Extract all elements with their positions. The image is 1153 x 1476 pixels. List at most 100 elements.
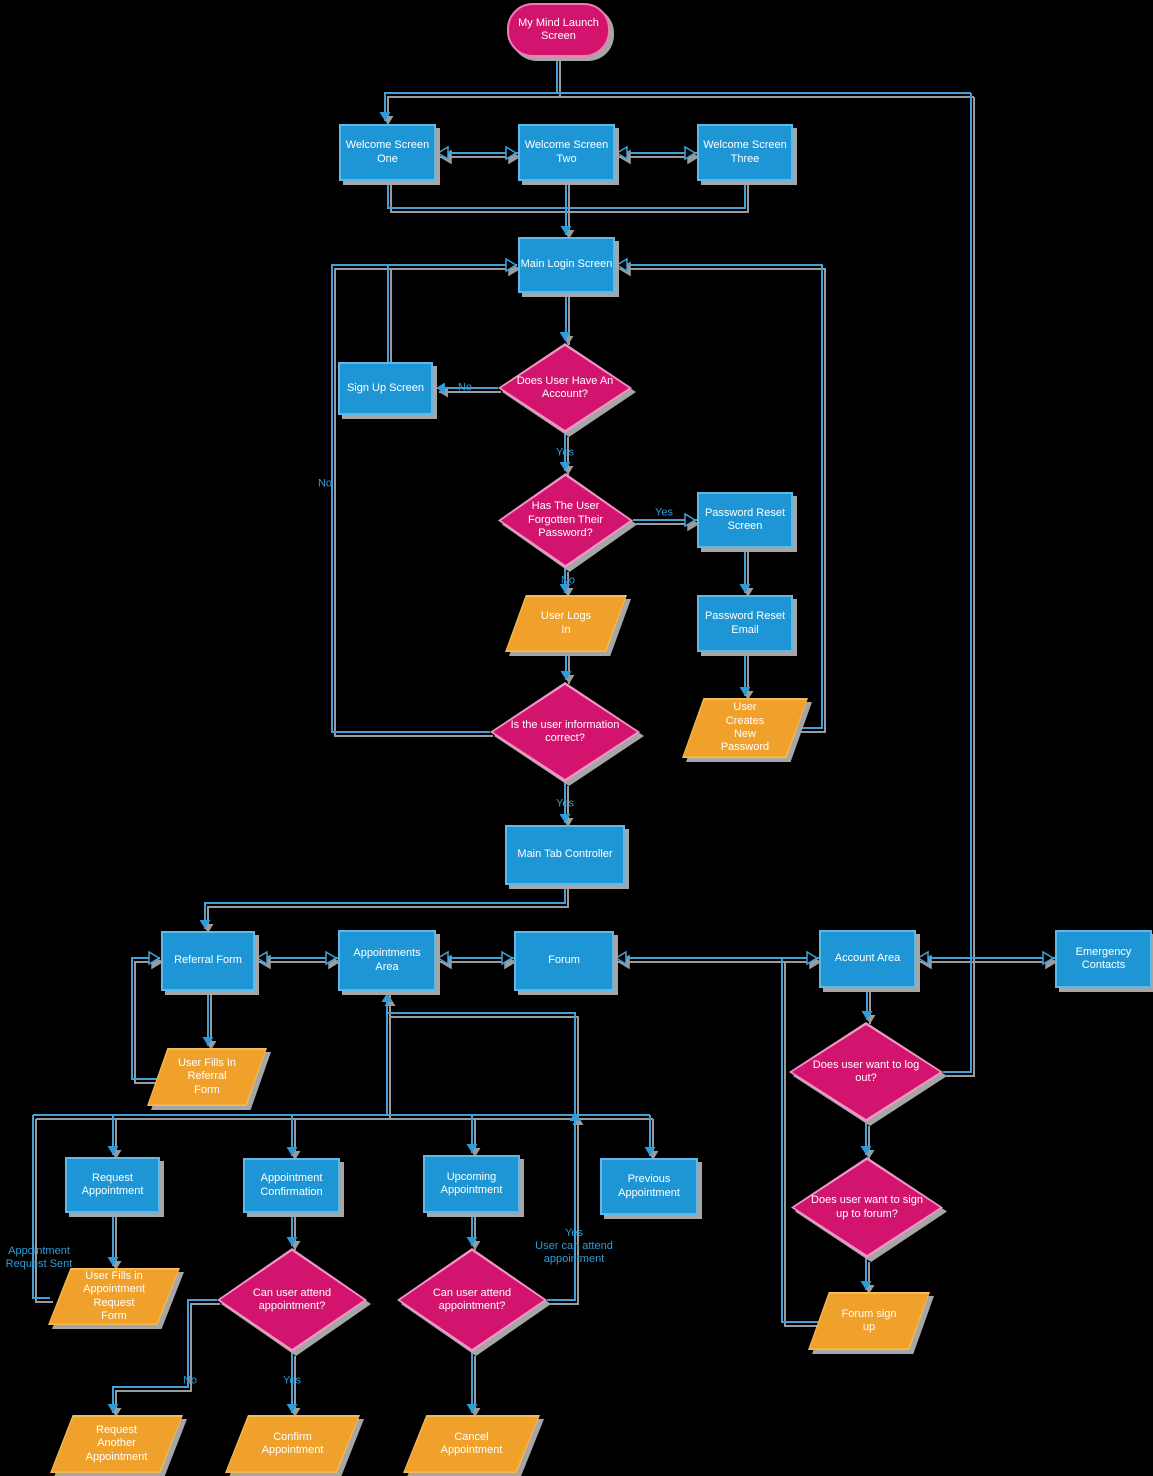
node-password-reset-screen: Password Reset Screen [697,492,793,548]
arrow-down-icon [107,1257,119,1266]
arrow-left-icon [436,950,449,966]
parallelogram-fill [683,699,807,757]
parallelogram-fill [506,596,626,651]
connector-maintab-referral [204,885,566,929]
connector-forumsignup-forum-loop [781,958,818,1323]
io-user-fills-in-appointment-request-form: User Fills in Appointment Request Form [48,1268,180,1325]
arrow-left-icon [614,950,627,966]
node-main-tab-controller: Main Tab Controller [505,825,625,885]
decision-does-user-want-to-log-out: Does user want to log out? [789,1022,943,1122]
node-forum: Forum [514,931,614,991]
node-emergency-contacts: Emergency Contacts [1055,930,1152,988]
parallelogram-fill [49,1269,179,1324]
parallelogram-fill [226,1416,359,1472]
arrow-down-icon [466,1404,478,1413]
arrow-right-icon [684,145,697,161]
node-main-login-screen: Main Login Screen [518,237,615,293]
edge-label-yes-attend2: Yes User can attend appointment [535,1227,613,1266]
node-sign-up-screen: Sign Up Screen [338,362,433,415]
connector-attend2-yes-return [387,1012,576,1301]
decision-is-user-information-correct: Is the user information correct? [490,682,640,782]
arrow-down-icon [560,671,572,680]
io-user-creates-new-password: User Creates New Password [682,698,808,758]
decision-label: Can user attend appointment? [432,1286,512,1312]
decision-has-user-forgotten-password: Has The User Forgotten Their Password? [498,473,633,568]
edge-label-no-attend1: No [182,1374,198,1387]
node-password-reset-email: Password Reset Email [697,595,793,652]
arrow-left-icon [436,145,449,161]
edge-label-yes-forgot: Yes [655,506,673,519]
arrow-down-icon [861,1011,873,1020]
node-welcome-screen-two: Welcome Screen Two [518,124,615,181]
edge-label-appointment-request-sent: Appointment Request Sent [5,1244,73,1270]
arrow-down-icon [286,1237,298,1246]
decision-does-user-want-to-sign-up-to-forum: Does user want to sign up to forum? [791,1157,943,1258]
io-label: Cancel Appointment [440,1430,503,1456]
arrow-right-icon [501,950,514,966]
node-my-mind-launch-screen: My Mind Launch Screen [507,3,610,57]
decision-does-user-have-account: Does User Have An Account? [498,343,632,433]
arrow-down-icon [559,814,571,823]
arrow-right-icon [684,512,697,528]
arrow-down-icon [739,584,751,593]
arrow-down-icon [286,1147,298,1156]
parallelogram-fill [51,1416,182,1472]
arrow-down-icon [559,332,571,341]
arrow-down-icon [860,1146,872,1155]
arrow-right-icon [1042,950,1055,966]
arrow-down-icon [199,920,211,929]
arrow-down-icon [739,687,751,696]
io-request-another-appointment: Request Another Appointment [50,1415,183,1473]
arrow-left-icon [436,382,445,394]
decision-label: Is the user information correct? [510,718,620,744]
connector-referral-loop [131,957,160,1080]
edge-label-no-info: No [317,477,333,490]
arrow-down-icon [644,1147,656,1156]
node-upcoming-appointment: Upcoming Appointment [423,1155,520,1213]
connector-dattend1-no [112,1299,217,1413]
arrow-right-icon [806,950,819,966]
arrow-down-icon [286,1404,298,1413]
arrow-right-icon [505,257,518,273]
connector-right-corridor-logout [943,93,972,1073]
decision-label: Does user want to log out? [812,1058,920,1084]
arrow-right-icon [148,950,161,966]
io-label: User Logs In [540,610,592,636]
edge-label-no-account: No [457,381,473,394]
arrow-down-icon [559,584,571,593]
decision-can-user-attend-appointment-1: Can user attend appointment? [217,1248,367,1352]
arrow-down-icon [860,1281,872,1290]
arrow-down-icon [466,1237,478,1246]
io-forum-sign-up: Forum sign up [808,1292,930,1350]
node-welcome-screen-one: Welcome Screen One [339,124,436,181]
node-appointments-area: Appointments Area [338,930,436,991]
solid-arrowheads [107,112,873,1413]
arrow-down-icon [107,1404,119,1413]
io-label: User Creates New Password [720,701,770,754]
io-confirm-appointment: Confirm Appointment [225,1415,360,1473]
edge-label-yes-info: Yes [556,797,574,810]
io-user-logs-in: User Logs In [505,595,627,652]
node-account-area: Account Area [819,930,916,988]
arrow-left-icon [615,257,628,273]
arrow-down-icon [379,112,391,121]
arrow-down-icon [559,462,571,471]
node-previous-appointment: Previous Appointment [600,1158,698,1215]
decision-can-user-attend-appointment-2: Can user attend appointment? [397,1248,547,1352]
io-label: Request Another Appointment [85,1423,148,1463]
hollow-arrowheads [148,145,1055,966]
arrow-left-icon [615,145,628,161]
decision-label: Has The User Forgotten Their Password? [527,500,603,540]
decision-label: Can user attend appointment? [252,1286,332,1312]
io-label: User Fills In Referral Form [177,1056,237,1096]
arrow-down-icon [466,1144,478,1153]
connector-newpassword-login-loop [618,264,823,729]
connector-apptsent-return [32,1115,50,1299]
io-user-fills-in-referral-form: User Fills In Referral Form [147,1048,267,1106]
decision-label: Does User Have An Account? [516,374,614,400]
arrow-up-icon [381,993,393,1002]
connector-dinfocorrect-no-loop [331,264,517,733]
arrow-down-icon [107,1146,119,1155]
edge-label-yes-account: Yes [556,446,574,459]
